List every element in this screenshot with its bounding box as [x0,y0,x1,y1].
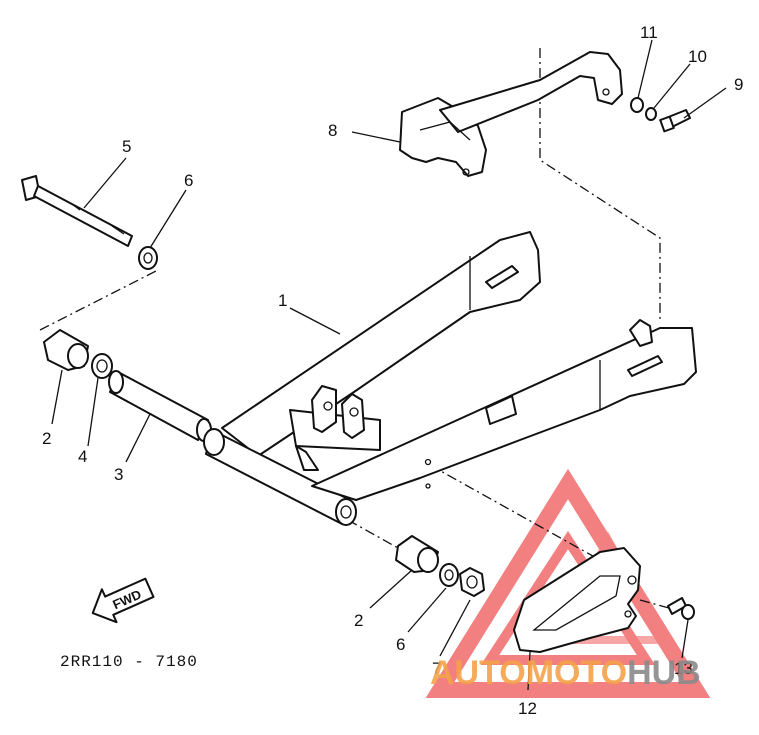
watermark-word-hub: HUB [627,654,701,692]
pivot-nut [459,567,485,597]
pivot-collar [108,370,212,442]
label-part-2-left: 2 [42,429,51,448]
alignment-guides [39,48,677,611]
leader-lines [51,39,727,691]
label-part-11: 11 [640,23,658,42]
label-part-2-right: 2 [354,611,363,630]
watermark-word-automoto: AUTOMOTO [430,654,627,692]
label-part-9: 9 [734,75,743,94]
rear-swingarm [203,231,697,526]
label-part-6-top: 6 [184,171,193,190]
chain-case-screw [667,597,695,620]
label-part-4: 4 [78,447,87,466]
label-part-1: 1 [278,291,287,310]
label-part-8: 8 [328,121,337,140]
chain-guide-bracket [399,51,623,177]
chain-case [513,547,641,653]
svg-text:AUTOMOTOHUB: AUTOMOTOHUB [430,654,701,692]
bushing-right [395,535,439,573]
bushing-left [43,329,89,371]
watermark-text: AUTOMOTOHUB [430,654,701,692]
bracket-bolt [630,97,691,133]
diagram-code: 2RR110 - 7180 [60,653,198,671]
part-number-labels: 1 2 2 3 4 5 6 6 7 8 9 10 11 12 13 [42,23,743,718]
thrust-washer [91,353,113,379]
pivot-shaft-bolt [21,175,133,247]
label-part-12: 12 [518,699,537,718]
forward-direction-arrow: FWD [91,577,155,624]
label-part-3: 3 [114,465,123,484]
label-part-10: 10 [688,47,707,66]
washer-top [138,246,158,270]
label-part-13: 13 [674,659,693,678]
label-part-5: 5 [122,137,131,156]
label-part-7: 7 [432,659,441,678]
washer-bottom [439,563,459,587]
label-part-6-bottom: 6 [396,635,405,654]
